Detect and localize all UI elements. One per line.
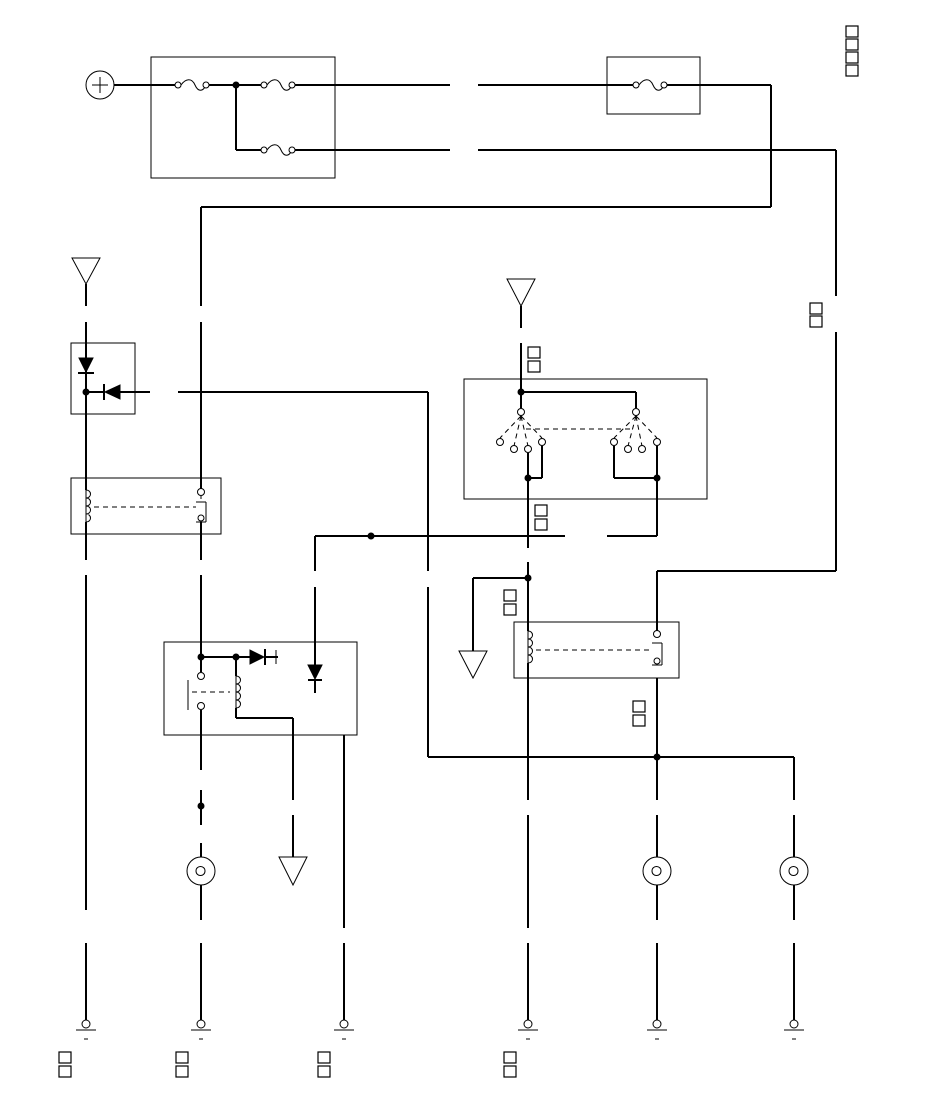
fuse-icon <box>260 79 296 91</box>
diode-box <box>70 322 150 476</box>
center-branch-label <box>503 589 517 616</box>
fuse-box-secondary <box>200 56 837 306</box>
ground-icon <box>334 943 354 1040</box>
relay-icon-left <box>70 476 222 560</box>
lamp-icon <box>186 843 216 920</box>
relay-icon-center <box>163 641 358 770</box>
ground-icon <box>76 943 96 1040</box>
ground-icon <box>191 943 211 1040</box>
fuse-box-main <box>114 56 450 179</box>
ground-icon <box>518 943 538 1040</box>
fuse-icon <box>260 144 296 156</box>
fuse-icon <box>174 79 210 91</box>
switch-output-label <box>534 504 548 531</box>
diode-icon <box>103 384 121 400</box>
multi-position-switch-icon <box>463 378 708 500</box>
connector-triangle-icon <box>506 278 536 328</box>
relay-output-label <box>632 700 646 727</box>
ground-icon <box>784 943 804 1040</box>
battery-plus-icon: + <box>85 70 115 100</box>
diagram-title-glyphs <box>845 25 859 77</box>
lamp-icon <box>642 843 672 920</box>
connector-triangle-icon <box>458 650 488 680</box>
bottom-label-glyphs <box>58 1051 517 1078</box>
connector-triangle-icon <box>71 257 101 306</box>
lamp-icon <box>779 815 809 920</box>
connector-triangle-icon <box>278 815 308 887</box>
right-branch-label <box>809 302 823 328</box>
fuse-icon <box>632 79 668 91</box>
ground-icon <box>647 943 667 1040</box>
switch-label <box>527 346 541 373</box>
diode-icon <box>78 357 94 374</box>
relay-icon-right <box>513 621 680 800</box>
